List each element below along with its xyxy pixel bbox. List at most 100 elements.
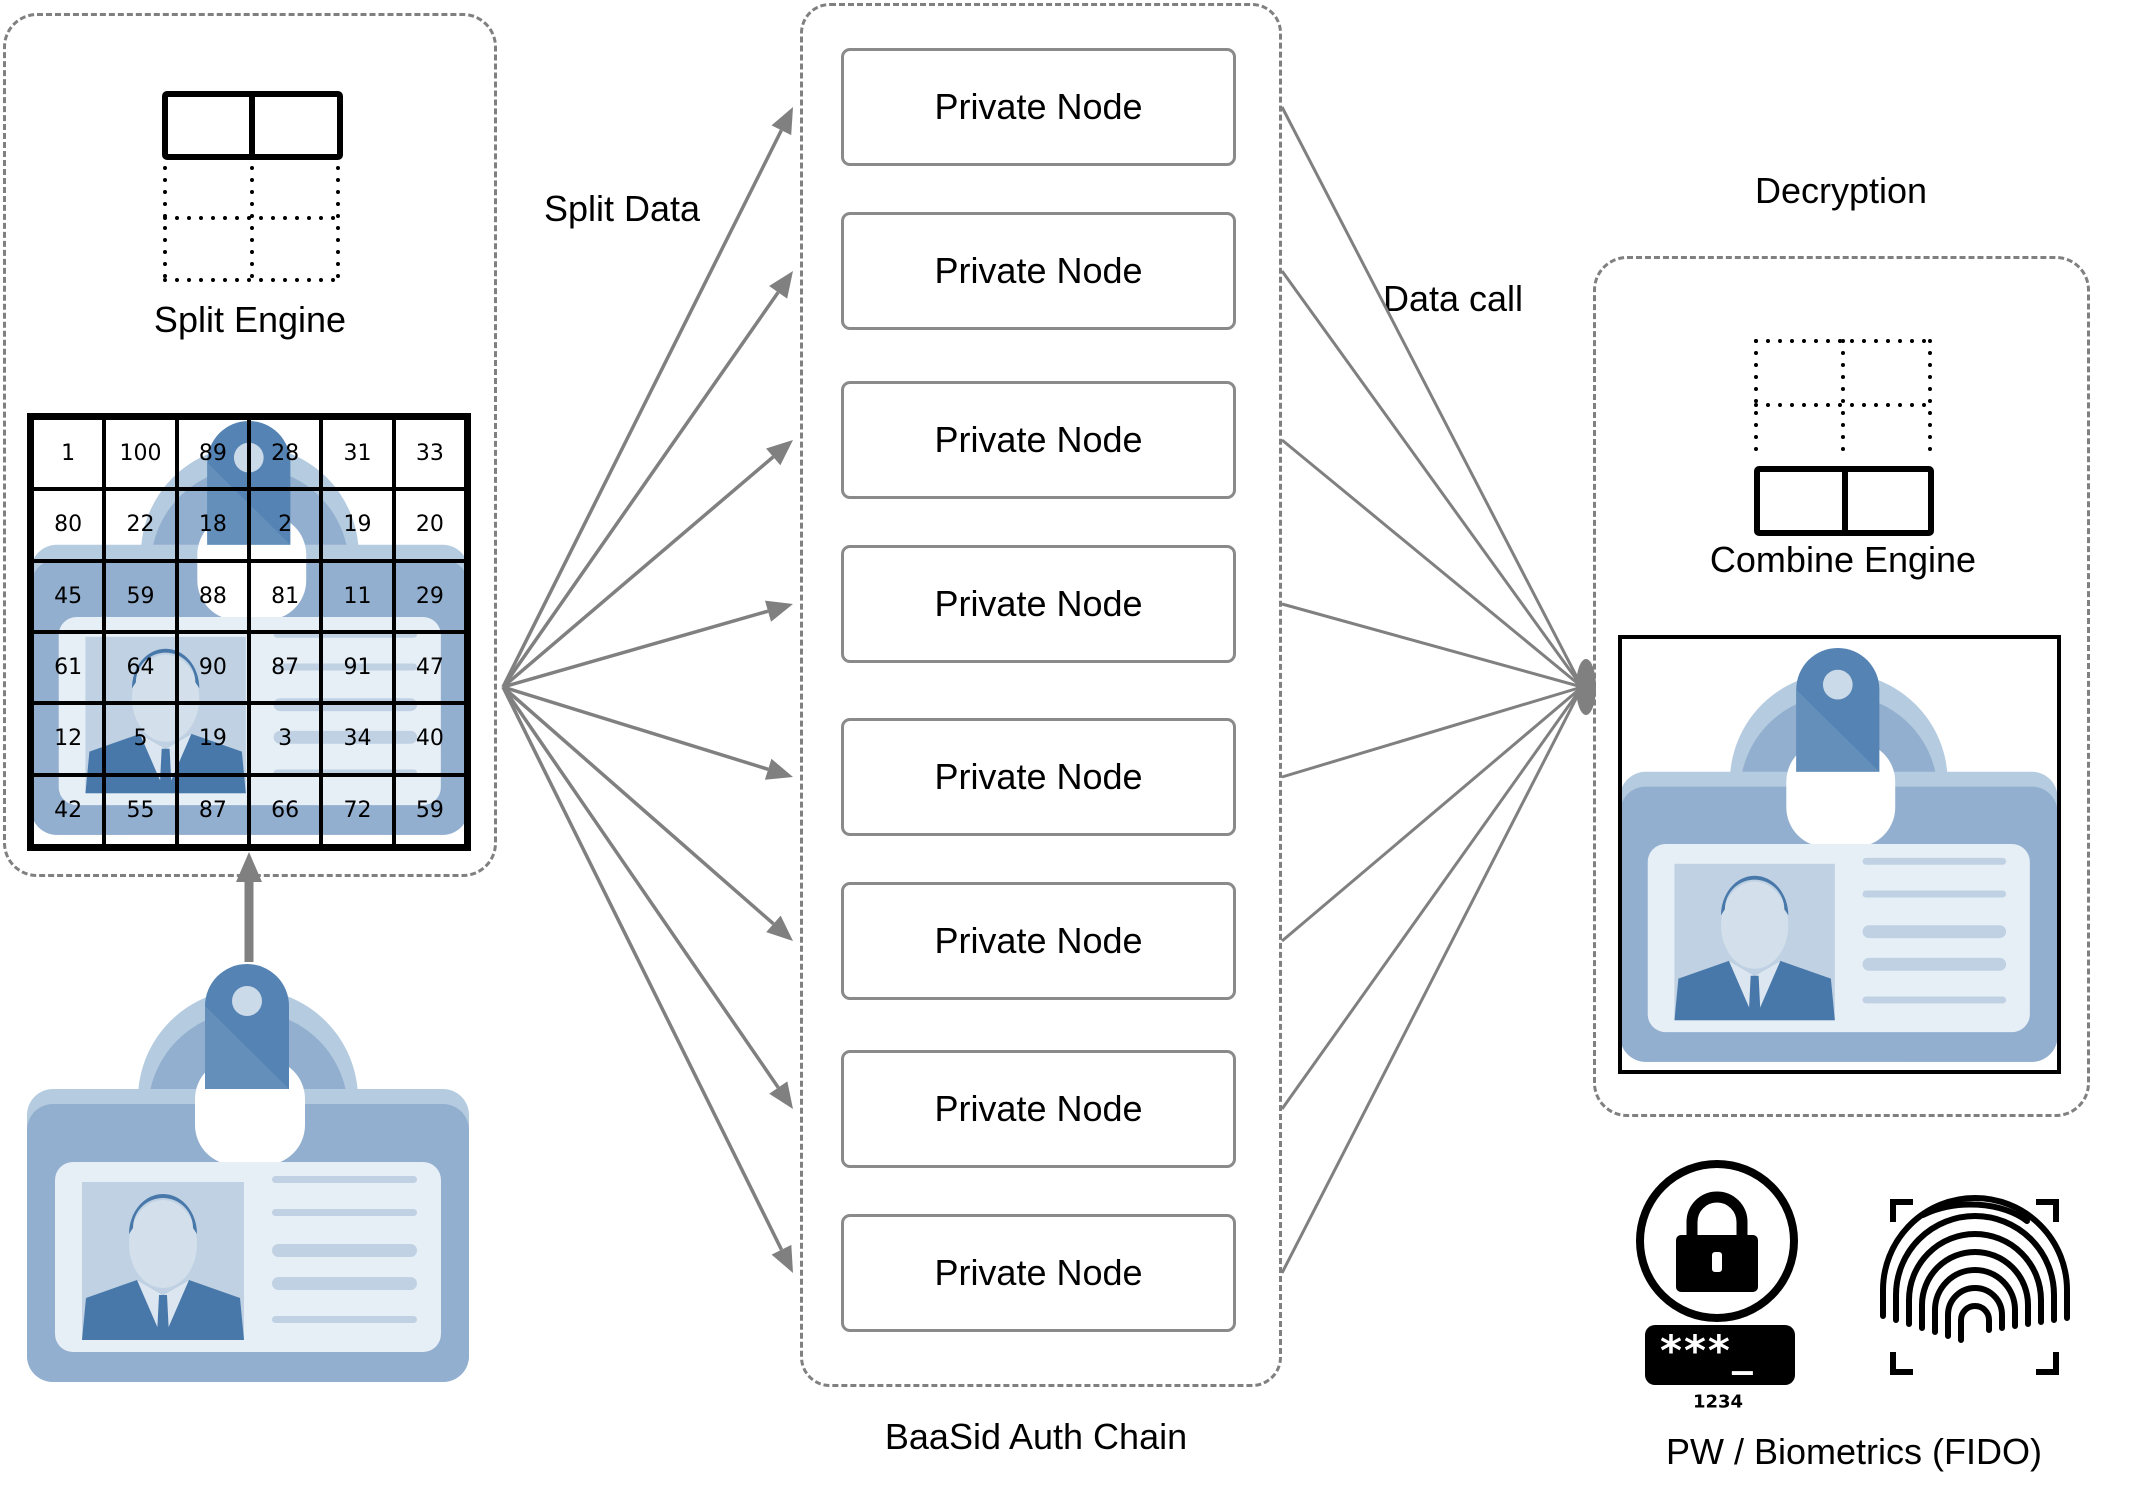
private-node: Private Node [841, 212, 1236, 330]
card-clip-hole [232, 986, 262, 1016]
grid-cell: 88 [176, 560, 249, 632]
grid-cell: 11 [321, 560, 394, 632]
fingerprint-ridge [1945, 1285, 2005, 1339]
split-arrow-line [501, 686, 784, 1251]
grid-cell: 59 [393, 774, 466, 846]
auth-chain-container [800, 3, 1282, 1387]
grid-cell: 28 [249, 418, 322, 490]
grid-cell: 87 [176, 774, 249, 846]
card-text-line [272, 1316, 417, 1323]
person-head [129, 1200, 197, 1288]
grid-cell: 1 [32, 418, 105, 490]
decryption-container [1593, 256, 2090, 1117]
grid-cell: 61 [32, 632, 105, 704]
card-body [27, 1104, 469, 1382]
grid-cell: 5 [104, 703, 177, 775]
fingerprint-ridge [1880, 1195, 2070, 1321]
card-slot [195, 1059, 305, 1165]
decryption-label: Decryption [1754, 170, 1928, 211]
grid-cell: 55 [104, 774, 177, 846]
person-tie [157, 1295, 169, 1340]
grid-cell: 47 [393, 632, 466, 704]
grid-cell: 80 [32, 489, 105, 561]
private-node: Private Node [841, 1214, 1236, 1332]
grid-cell: 59 [104, 560, 177, 632]
grid-cell: 64 [104, 632, 177, 704]
split-arrow-line [502, 609, 769, 689]
split-arrow-head [771, 1244, 793, 1273]
data-call-line [1281, 685, 1583, 943]
pin-hint: 1234 [1692, 1391, 1744, 1413]
split-arrow-head [764, 600, 793, 622]
grid-cell: 34 [321, 703, 394, 775]
split-data-label: Split Data [543, 188, 701, 229]
fingerprint-ridge [1906, 1231, 2044, 1327]
grid-cell: 66 [249, 774, 322, 846]
data-call-line [1281, 602, 1583, 689]
grid-cell: 3 [249, 703, 322, 775]
person-suit [82, 1280, 244, 1340]
card-top-edge [27, 1089, 469, 1382]
private-node: Private Node [841, 545, 1236, 663]
card-text-line [272, 1176, 417, 1183]
split-engine-label: Split Engine [153, 299, 347, 340]
person-hair [129, 1194, 197, 1234]
card-clip-shade [205, 1006, 289, 1089]
card-clip [205, 964, 289, 1089]
split-arrow-head [766, 440, 793, 466]
grid-cell: 18 [176, 489, 249, 561]
grid-cell: 12 [32, 703, 105, 775]
private-node: Private Node [841, 48, 1236, 166]
split-arrow-head [769, 271, 793, 299]
card-lug [138, 989, 358, 1209]
grid-cell: 72 [321, 774, 394, 846]
grid-cell: 19 [321, 489, 394, 561]
card-lug-inner [148, 1011, 348, 1211]
combine-engine-label: Combine Engine [1709, 539, 1977, 580]
fingerprint-ridge [1958, 1303, 1992, 1343]
card-text-line [272, 1277, 417, 1290]
grid-cell: 22 [104, 489, 177, 561]
id-card-source [27, 964, 469, 1382]
private-node: Private Node [841, 381, 1236, 499]
person-shirt [137, 1280, 189, 1340]
data-call-label: Data call [1382, 278, 1524, 319]
split-arrow-head [771, 107, 793, 136]
card-photo-bg [82, 1182, 244, 1340]
auth-methods-label: PW / Biometrics (FIDO) [1666, 1431, 2042, 1472]
auth-chain-label: BaaSid Auth Chain [884, 1416, 1188, 1457]
grid-cell: 31 [321, 418, 394, 490]
grid-cell: 19 [176, 703, 249, 775]
card-text-line [272, 1244, 417, 1257]
card-text-line [272, 1209, 417, 1216]
grid-cell: 20 [393, 489, 466, 561]
data-call-line [1280, 106, 1584, 688]
split-arrow-head [764, 758, 793, 780]
data-call-line [1280, 686, 1584, 1274]
split-arrow-line [502, 685, 769, 771]
split-arrow-line [501, 685, 775, 926]
split-arrow-line [501, 291, 780, 689]
data-call-line [1280, 686, 1584, 1110]
split-arrow-line [501, 455, 775, 689]
grid-cell: 87 [249, 632, 322, 704]
fingerprint-ridge [1932, 1267, 2018, 1335]
grid-cell: 90 [176, 632, 249, 704]
split-arrow-head [769, 1081, 793, 1109]
grid-cell: 33 [393, 418, 466, 490]
private-node: Private Node [841, 882, 1236, 1000]
grid-cell: 2 [249, 489, 322, 561]
grid-cell: 89 [176, 418, 249, 490]
card-panel [55, 1162, 441, 1352]
grid-cell: 42 [32, 774, 105, 846]
fingerprint-ridge [1920, 1201, 2030, 1224]
grid-cell: 91 [321, 632, 394, 704]
private-node: Private Node [841, 1050, 1236, 1168]
split-arrow-head [766, 915, 793, 941]
split-arrow-line [501, 686, 780, 1089]
grid-cell: 40 [393, 703, 466, 775]
grid-cell: 81 [249, 560, 322, 632]
private-node: Private Node [841, 718, 1236, 836]
fingerprint-ridge [1893, 1213, 2057, 1323]
